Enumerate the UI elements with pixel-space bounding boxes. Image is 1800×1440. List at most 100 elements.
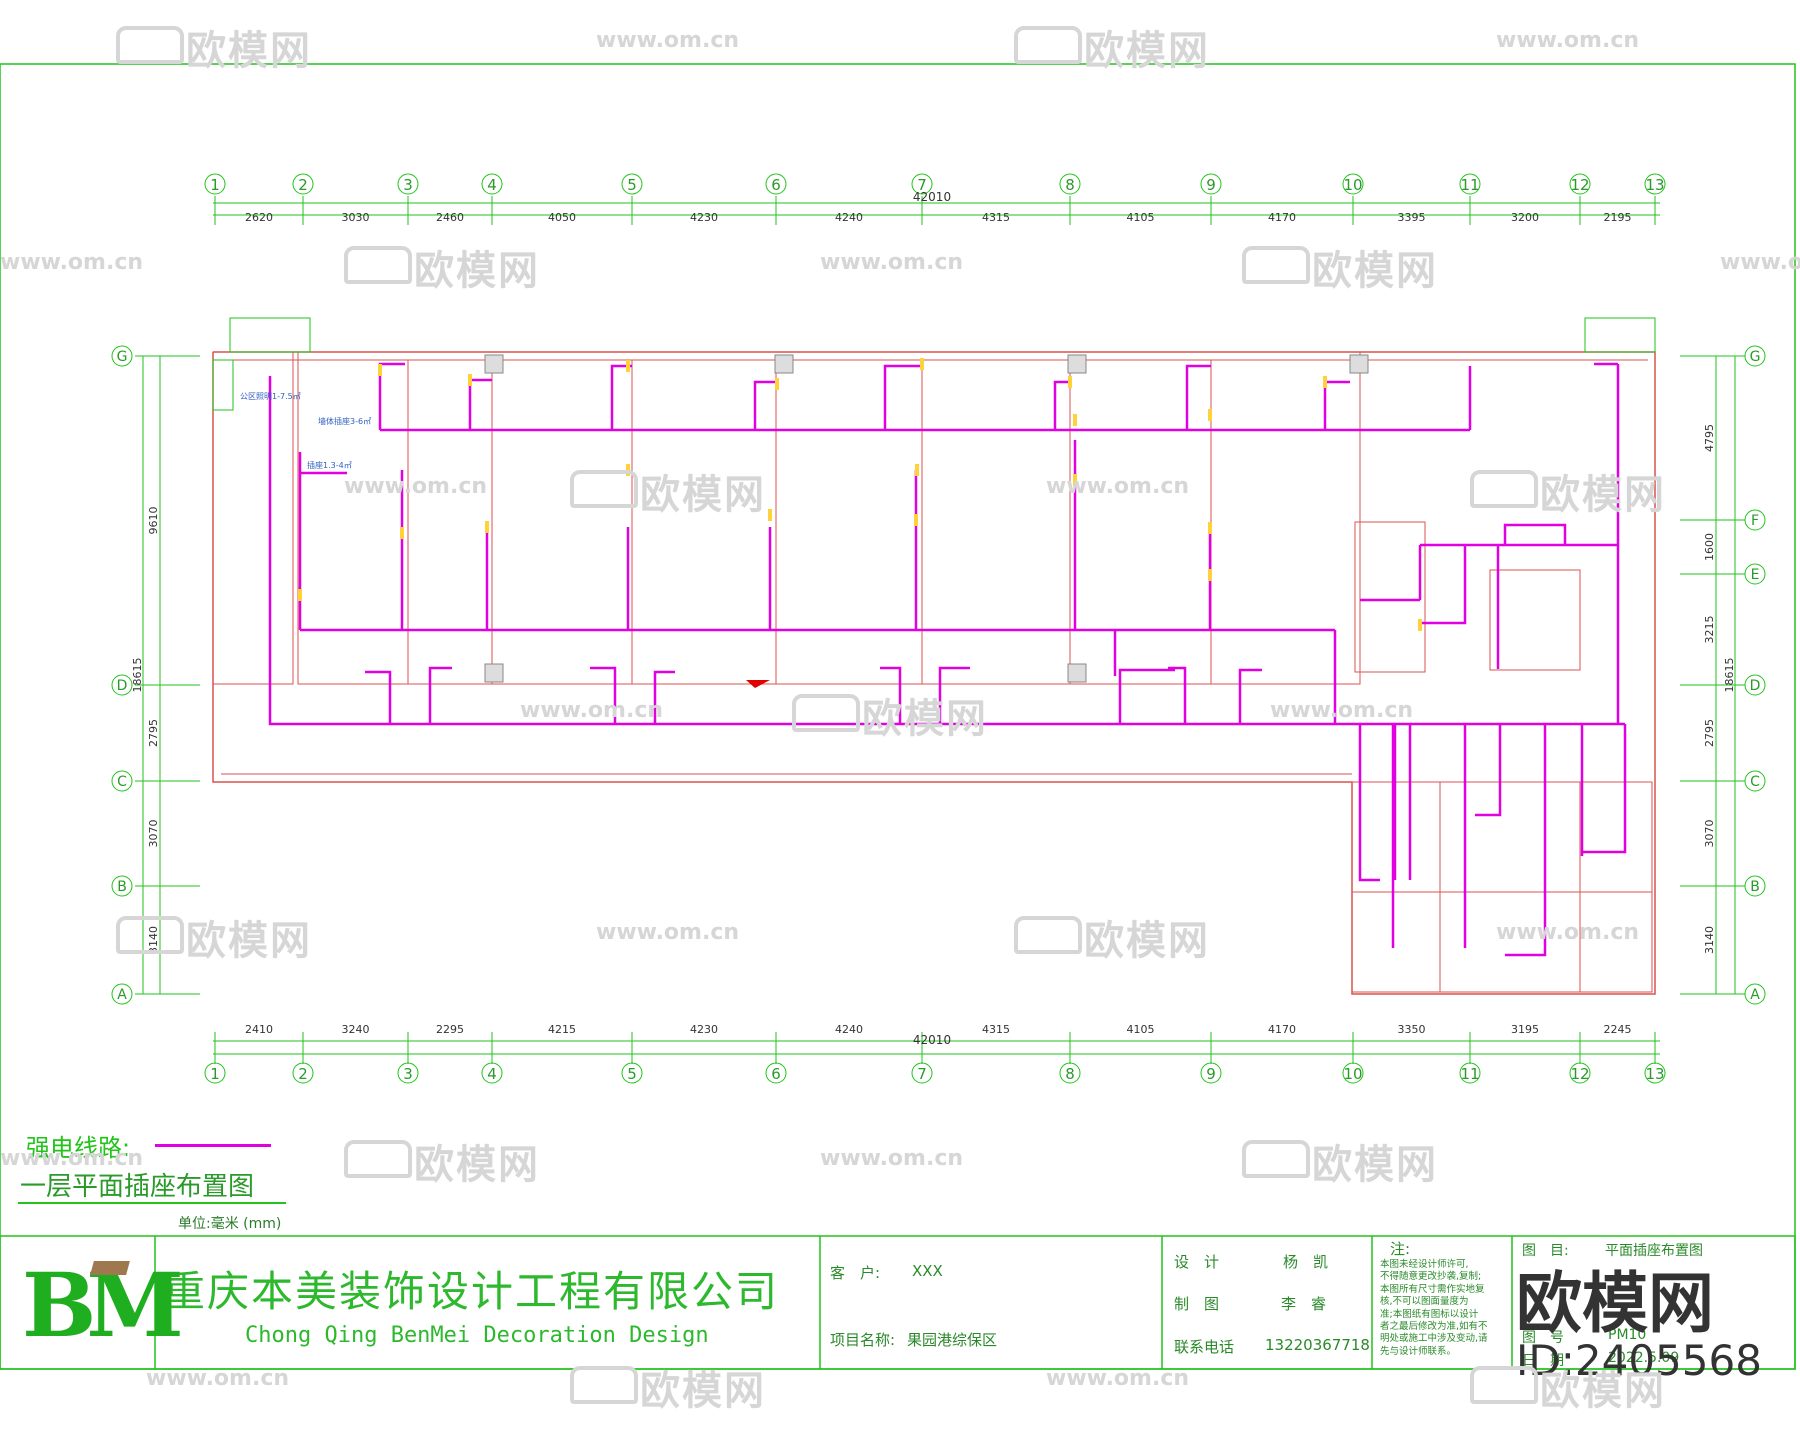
dimension-label: 4795 xyxy=(1703,424,1716,452)
structural-column xyxy=(1067,354,1087,374)
room-note: 墙体插座3-6㎡ xyxy=(318,416,371,426)
notes-line: 先与设计师联系。 xyxy=(1380,1345,1457,1357)
axis-number: 12 xyxy=(1570,176,1589,194)
axis-number: 9 xyxy=(1206,176,1216,194)
dimension-label: 4170 xyxy=(1268,211,1296,224)
panel-box xyxy=(212,359,234,411)
power-line xyxy=(468,378,492,430)
axis-number: 1 xyxy=(210,176,220,194)
draw-label: 制 图 xyxy=(1174,1295,1220,1313)
axis-letter: A xyxy=(1750,987,1760,1003)
sheet-no-value: PM10 xyxy=(1608,1327,1647,1343)
design-label: 设 计 xyxy=(1174,1253,1220,1271)
outlet-marker xyxy=(1208,569,1212,581)
date-value: 2022.5.09 xyxy=(1608,1350,1680,1366)
axis-number: 8 xyxy=(1065,1065,1075,1083)
power-line xyxy=(880,666,902,724)
outlet-marker xyxy=(626,360,630,372)
corner-watermark-id: ID:2405568 xyxy=(1516,1336,1762,1385)
axis-bubble xyxy=(1459,173,1481,195)
power-line xyxy=(1475,724,1502,817)
axis-bubble xyxy=(111,770,133,792)
axis-bubble xyxy=(1569,1062,1591,1084)
axis-bubble xyxy=(1059,1062,1081,1084)
notes-label: 注: xyxy=(1390,1240,1411,1258)
power-line xyxy=(1053,380,1070,430)
outlet-marker xyxy=(1323,376,1327,388)
axis-bubble xyxy=(204,173,226,195)
axis-number: 4 xyxy=(487,176,497,194)
title-underline xyxy=(18,1202,286,1204)
room-note: 插座1.3-4㎡ xyxy=(307,460,352,470)
axis-bubble xyxy=(292,173,314,195)
room-block xyxy=(1351,781,1653,893)
dimension-total: 42010 xyxy=(913,1033,951,1047)
notes-text: 本图未经设计师许可, 不得随意更改抄袭,复制; 本图所有尺寸需作实地复 核,不可… xyxy=(1380,1259,1506,1358)
dimension-label: 4105 xyxy=(1127,211,1155,224)
axis-bubble xyxy=(1459,1062,1481,1084)
axis-number: 7 xyxy=(917,176,927,194)
dimension-label: 9610 xyxy=(147,507,160,535)
dimension-label: 4315 xyxy=(982,211,1010,224)
axis-bubble xyxy=(1744,875,1766,897)
project-label: 项目名称: xyxy=(830,1331,896,1349)
legend-power-line-swatch xyxy=(155,1144,271,1147)
axis-number: 2 xyxy=(298,1065,308,1083)
dimension-label: 4230 xyxy=(690,211,718,224)
axis-number: 8 xyxy=(1065,176,1075,194)
axis-bubble xyxy=(1644,1062,1666,1084)
axis-bubble xyxy=(481,173,503,195)
dimension-label: 3140 xyxy=(1703,926,1716,954)
orientation-arrow xyxy=(746,680,770,688)
axis-bubble xyxy=(1200,173,1222,195)
outlet-marker xyxy=(298,589,302,601)
axis-letter: C xyxy=(117,774,127,790)
stair xyxy=(1584,317,1656,353)
power-line xyxy=(1582,724,1627,854)
axis-letter: B xyxy=(117,879,127,895)
structural-column xyxy=(1349,354,1369,374)
dimension-label: 2410 xyxy=(245,1023,273,1036)
power-line xyxy=(378,362,405,430)
structural-column xyxy=(1067,663,1087,683)
axis-bubble xyxy=(1059,173,1081,195)
sheet-title-value: 平面插座布置图 xyxy=(1605,1243,1703,1259)
axis-bubble xyxy=(1342,173,1364,195)
power-line xyxy=(590,666,617,724)
dimension-label: 3030 xyxy=(342,211,370,224)
date-label: 日 期 xyxy=(1522,1353,1564,1369)
notes-line: 核,不可以图面量度为 xyxy=(1380,1296,1469,1308)
dimension-label: 3070 xyxy=(147,820,160,848)
power-line xyxy=(1238,668,1262,724)
outlet-marker xyxy=(1073,474,1077,486)
dimension-label: 4230 xyxy=(690,1023,718,1036)
outlet-marker xyxy=(1208,409,1212,421)
axis-number: 3 xyxy=(403,176,413,194)
outlet-marker xyxy=(400,527,404,539)
unit-label: 单位:毫米 (mm) xyxy=(178,1216,282,1232)
dimension-label: 4105 xyxy=(1127,1023,1155,1036)
power-line xyxy=(1118,668,1175,724)
power-line xyxy=(610,364,632,430)
axis-number: 12 xyxy=(1570,1065,1589,1083)
axis-number: 2 xyxy=(298,176,308,194)
dimension-total: 42010 xyxy=(913,190,951,204)
legend-label: 强电线路: xyxy=(26,1134,131,1162)
axis-bubble xyxy=(1644,173,1666,195)
axis-bubble xyxy=(111,875,133,897)
axis-bubble xyxy=(1744,770,1766,792)
power-line xyxy=(365,670,392,724)
outlet-marker xyxy=(468,374,472,386)
room-block xyxy=(212,351,294,685)
notes-line: 明处或施工中涉及变动,请 xyxy=(1380,1333,1488,1345)
axis-bubble xyxy=(1744,983,1766,1005)
client-value: XXX xyxy=(912,1262,943,1280)
axis-number: 1 xyxy=(210,1065,220,1083)
axis-number: 7 xyxy=(917,1065,927,1083)
axis-bubble xyxy=(397,1062,419,1084)
structural-column xyxy=(774,354,794,374)
phone-label: 联系电话 xyxy=(1174,1338,1235,1356)
power-line xyxy=(753,380,778,430)
notes-line: 准;本图纸有图标以设计 xyxy=(1380,1308,1479,1320)
